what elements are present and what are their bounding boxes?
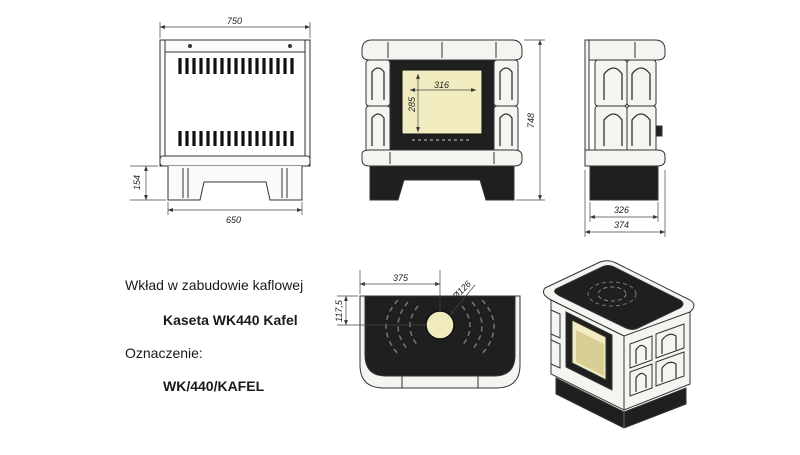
top-dimensions [337,270,476,326]
side-view [584,39,666,201]
designation-label: Oznaczenie: [125,345,203,361]
isometric-view [543,260,695,429]
dim-base-width: 650 [226,215,241,225]
front-glass [401,69,483,135]
dim-back-width: 750 [227,16,242,26]
top-view [359,295,521,389]
back-view [159,39,311,201]
lower-vents [178,131,294,146]
description-line: Wkład w zabudowie kaflowej [125,277,304,293]
dim-side-depth-inner: 326 [614,205,629,215]
dim-total-height: 748 [526,113,536,128]
side-dimensions [584,170,666,237]
front-dimensions [410,39,545,201]
model-name: Kaseta WK440 Kafel [163,312,298,328]
dim-base-height: 154 [132,175,142,190]
front-view [361,39,523,201]
iso-top-plate [554,265,684,330]
front-base [369,165,515,201]
designation-value: WK/440/KAFEL [163,378,265,394]
flue-outlet [425,310,455,340]
dim-top-depth: 117,5 [334,299,344,322]
back-dimensions [130,22,311,215]
upper-vents [178,58,294,74]
dim-side-depth-outer: 374 [614,220,629,230]
dim-glass-height: 285 [407,96,417,113]
dim-top-width: 375 [393,273,409,283]
dim-glass-width: 316 [434,80,449,90]
